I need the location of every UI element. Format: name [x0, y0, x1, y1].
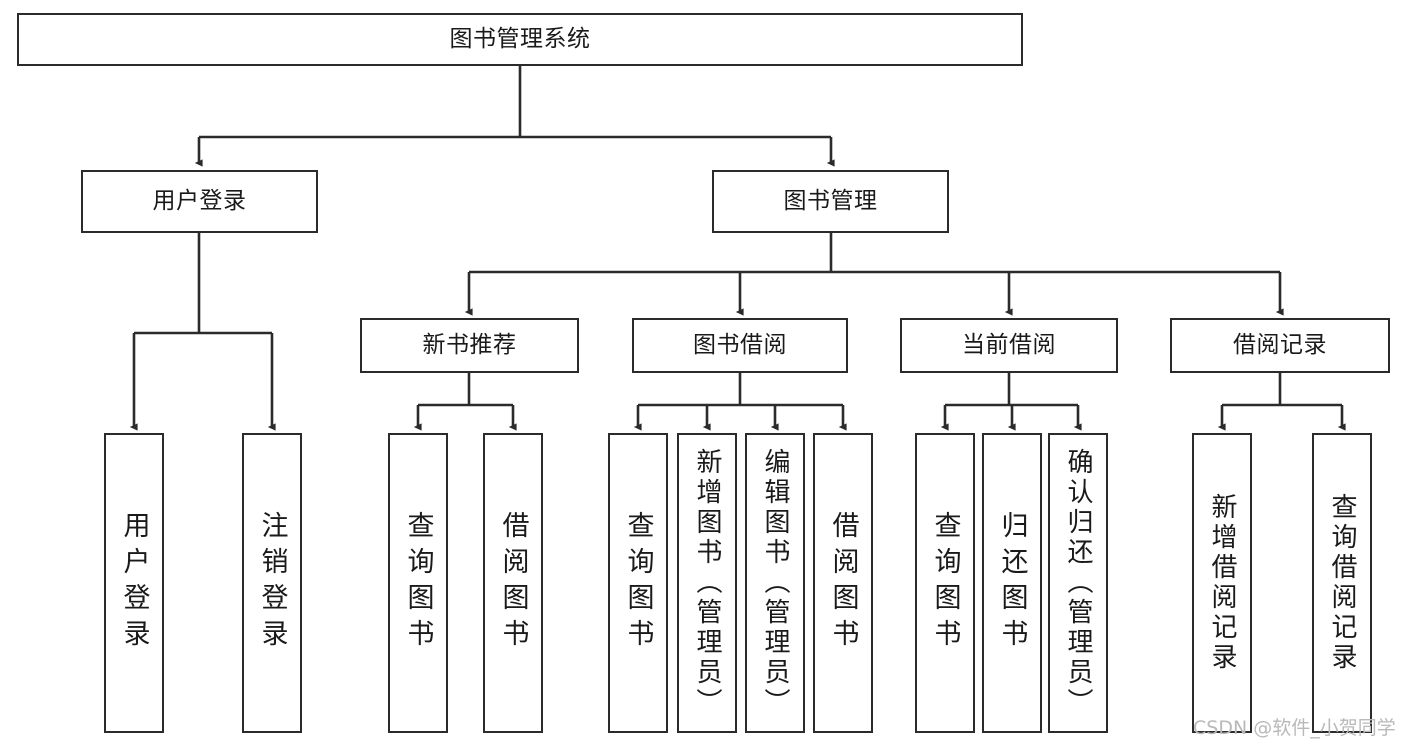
node-new-book-recommend[interactable]: 新书推荐 [360, 318, 579, 373]
node-current-borrow[interactable]: 当前借阅 [900, 318, 1118, 373]
node-leaf-edit-book-admin[interactable]: 编辑图书（管理员） [745, 433, 805, 733]
node-leaf-query-book-current[interactable]: 查询图书 [915, 433, 975, 733]
node-leaf-return-book[interactable]: 归还图书 [982, 433, 1042, 733]
node-leaf-borrow-book[interactable]: 借阅图书 [813, 433, 873, 733]
node-user-login[interactable]: 用户登录 [81, 170, 318, 233]
node-leaf-add-book-admin[interactable]: 新增图书（管理员） [677, 433, 737, 733]
node-root-system[interactable]: 图书管理系统 [17, 13, 1023, 66]
node-leaf-add-borrow-record[interactable]: 新增借阅记录 [1192, 433, 1252, 733]
node-leaf-query-book-new[interactable]: 查询图书 [388, 433, 448, 733]
node-book-borrow[interactable]: 图书借阅 [632, 318, 848, 373]
node-leaf-logout[interactable]: 注销登录 [242, 433, 302, 733]
node-leaf-borrow-book-new[interactable]: 借阅图书 [483, 433, 543, 733]
node-borrow-record[interactable]: 借阅记录 [1170, 318, 1390, 373]
node-leaf-query-borrow-record[interactable]: 查询借阅记录 [1312, 433, 1372, 733]
node-leaf-confirm-return-admin[interactable]: 确认归还（管理员） [1048, 433, 1108, 733]
node-leaf-user-login[interactable]: 用户登录 [104, 433, 164, 733]
node-book-management[interactable]: 图书管理 [712, 170, 949, 233]
node-leaf-query-book-borrow[interactable]: 查询图书 [608, 433, 668, 733]
watermark-text: CSDN @软件_小贺同学 [1193, 717, 1396, 739]
